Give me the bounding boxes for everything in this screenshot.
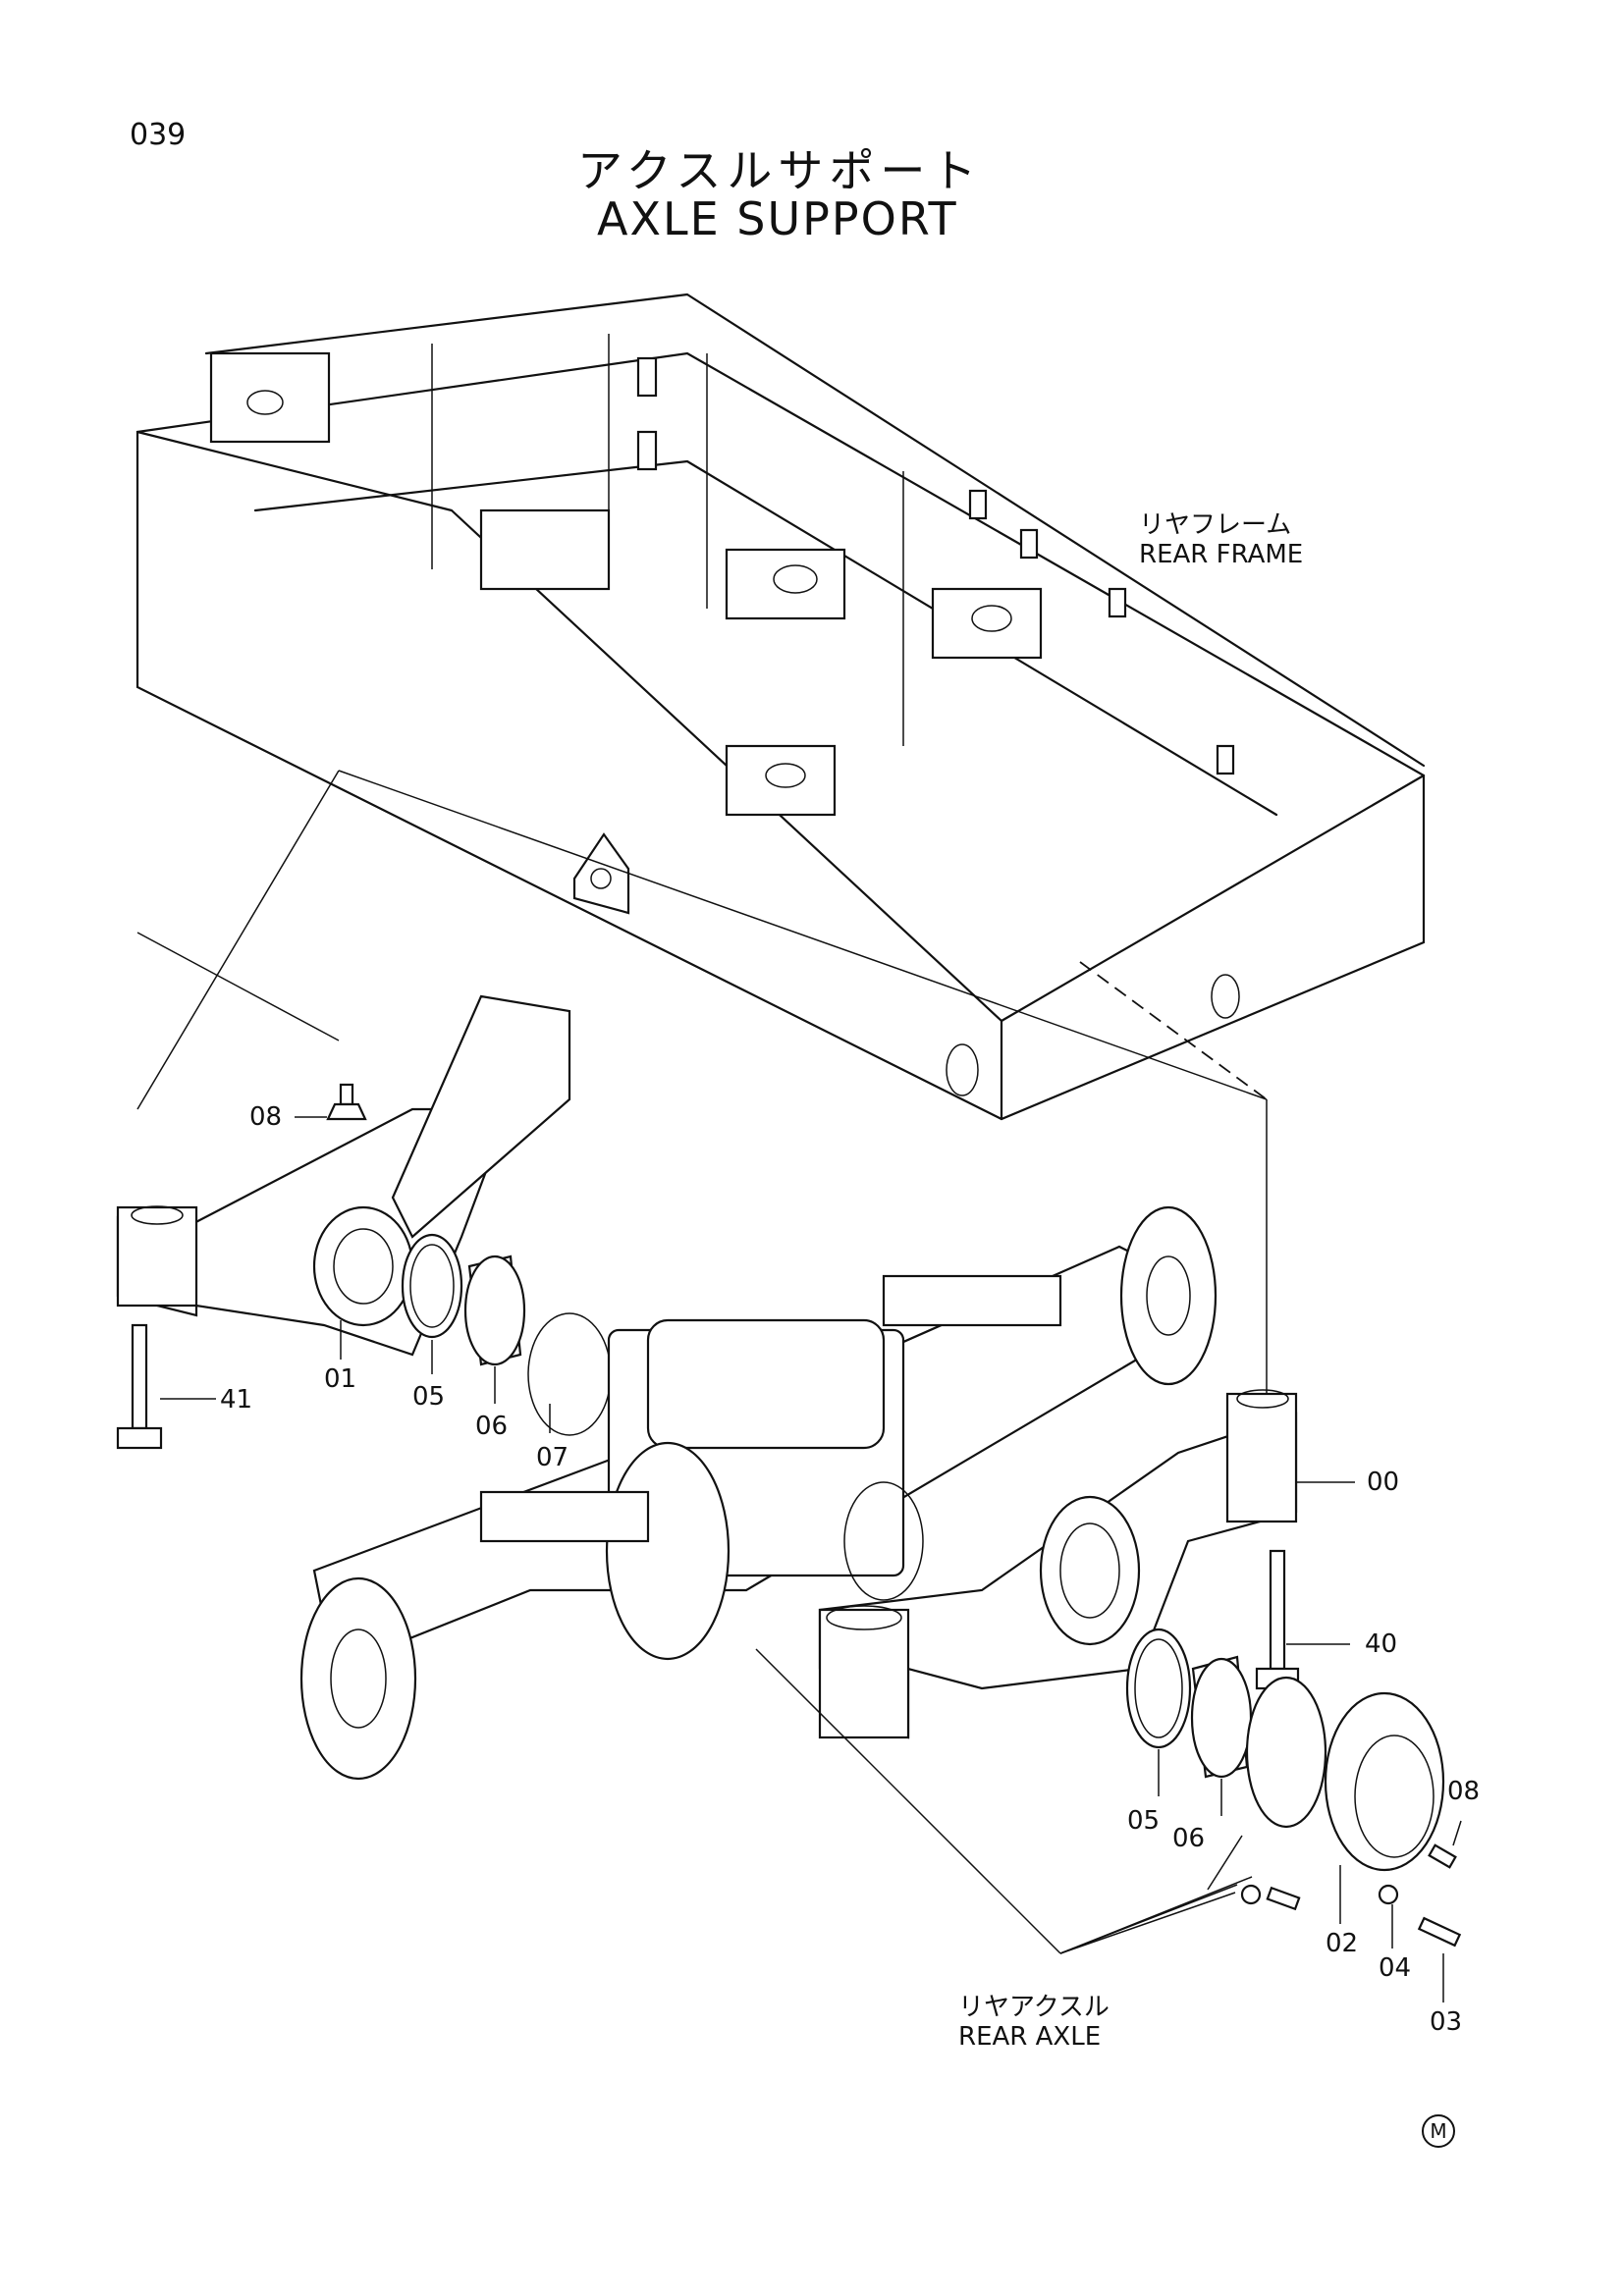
callout-07: 07	[536, 1443, 569, 1472]
callout-05-right: 05	[1127, 1806, 1161, 1836]
page-title-japanese: アクスルサポート	[577, 144, 983, 197]
callout-41: 41	[220, 1385, 253, 1415]
rear-frame-drawing	[135, 293, 1426, 1121]
rear-frame-label-japanese: リヤフレーム	[1139, 510, 1292, 540]
callout-04: 04	[1379, 1953, 1412, 1983]
callout-03: 03	[1430, 2007, 1463, 2037]
rear-axle-label-japanese: リヤアクスル	[958, 1993, 1110, 2022]
callout-00: 00	[1367, 1468, 1400, 1497]
page-title: AXLE SUPPORT	[597, 192, 958, 245]
callout-06-right: 06	[1172, 1824, 1206, 1853]
axle-support-right-drawing	[818, 1389, 1462, 1948]
callout-01: 01	[324, 1364, 357, 1394]
callout-40: 40	[1365, 1629, 1398, 1659]
rear-frame-label: リヤフレーム REAR FRAME	[1139, 510, 1303, 569]
callout-02: 02	[1326, 1929, 1359, 1958]
rear-axle-label: リヤアクスル REAR AXLE	[958, 1993, 1110, 2052]
rear-axle-drawing	[299, 1205, 1218, 1781]
callout-05-left: 05	[412, 1382, 446, 1412]
callout-08-left: 08	[249, 1102, 283, 1132]
rear-frame-label-english: REAR FRAME	[1139, 540, 1304, 569]
page-number: 039	[130, 118, 187, 152]
rear-axle-label-english: REAR AXLE	[958, 2022, 1102, 2052]
callout-08-right: 08	[1447, 1777, 1481, 1806]
callout-06-left: 06	[475, 1412, 509, 1441]
axle-support-left-drawing	[116, 994, 612, 1450]
circled-m-mark: M	[1422, 2114, 1455, 2148]
